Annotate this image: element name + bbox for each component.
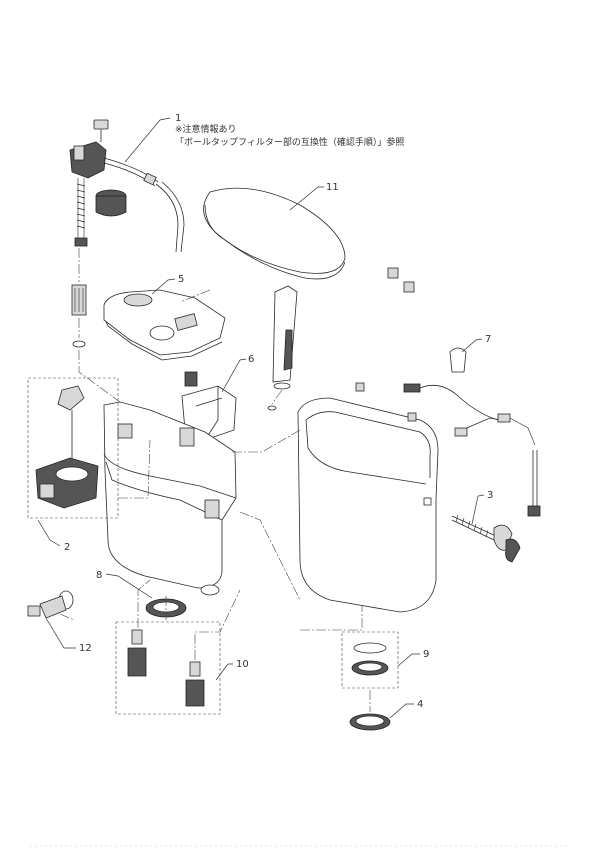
callout-1: 1: [175, 113, 181, 124]
part-6-bracket: [181, 371, 237, 441]
assembly-lines: [59, 248, 371, 712]
callout-8: 8: [96, 570, 102, 581]
overflow-pipe: [267, 285, 298, 411]
inner-tank: [103, 401, 237, 596]
part-11-tank-lid: [203, 187, 346, 280]
part-12-stop-valve: [27, 590, 74, 619]
part-2-fill-valve: [27, 377, 119, 519]
caution-note: ※注意情報あり 「ボールタップフィルター部の互換性（確認手順）」参照: [175, 123, 404, 148]
part-9-seals: [341, 631, 399, 689]
part-5-inner-cover: [103, 289, 226, 361]
part-4-seal: [349, 713, 391, 731]
leader-lines: [37, 117, 485, 719]
callout-11: 11: [326, 182, 339, 193]
callout-2: 2: [64, 542, 70, 553]
callout-12: 12: [79, 643, 92, 654]
part-10-bolts: [115, 621, 221, 715]
callout-7: 7: [485, 334, 491, 345]
part-1-ball-tap: [69, 119, 185, 348]
caution-note-line-2: 「ボールタップフィルター部の互換性（確認手順）」参照: [175, 136, 404, 148]
callout-labels: 1 11 5 6 7 3 2 8 10 9 4 12: [64, 113, 493, 710]
callout-3: 3: [487, 490, 493, 501]
callout-6: 6: [248, 354, 254, 365]
callout-9: 9: [423, 649, 429, 660]
caution-note-line-1: ※注意情報あり: [175, 123, 237, 135]
callout-5: 5: [178, 274, 184, 285]
part-7-hardware: [387, 267, 541, 517]
part-3-flush-lever: [451, 514, 521, 563]
callout-4: 4: [417, 699, 423, 710]
callout-10: 10: [236, 659, 249, 670]
outer-tank: [297, 382, 439, 613]
